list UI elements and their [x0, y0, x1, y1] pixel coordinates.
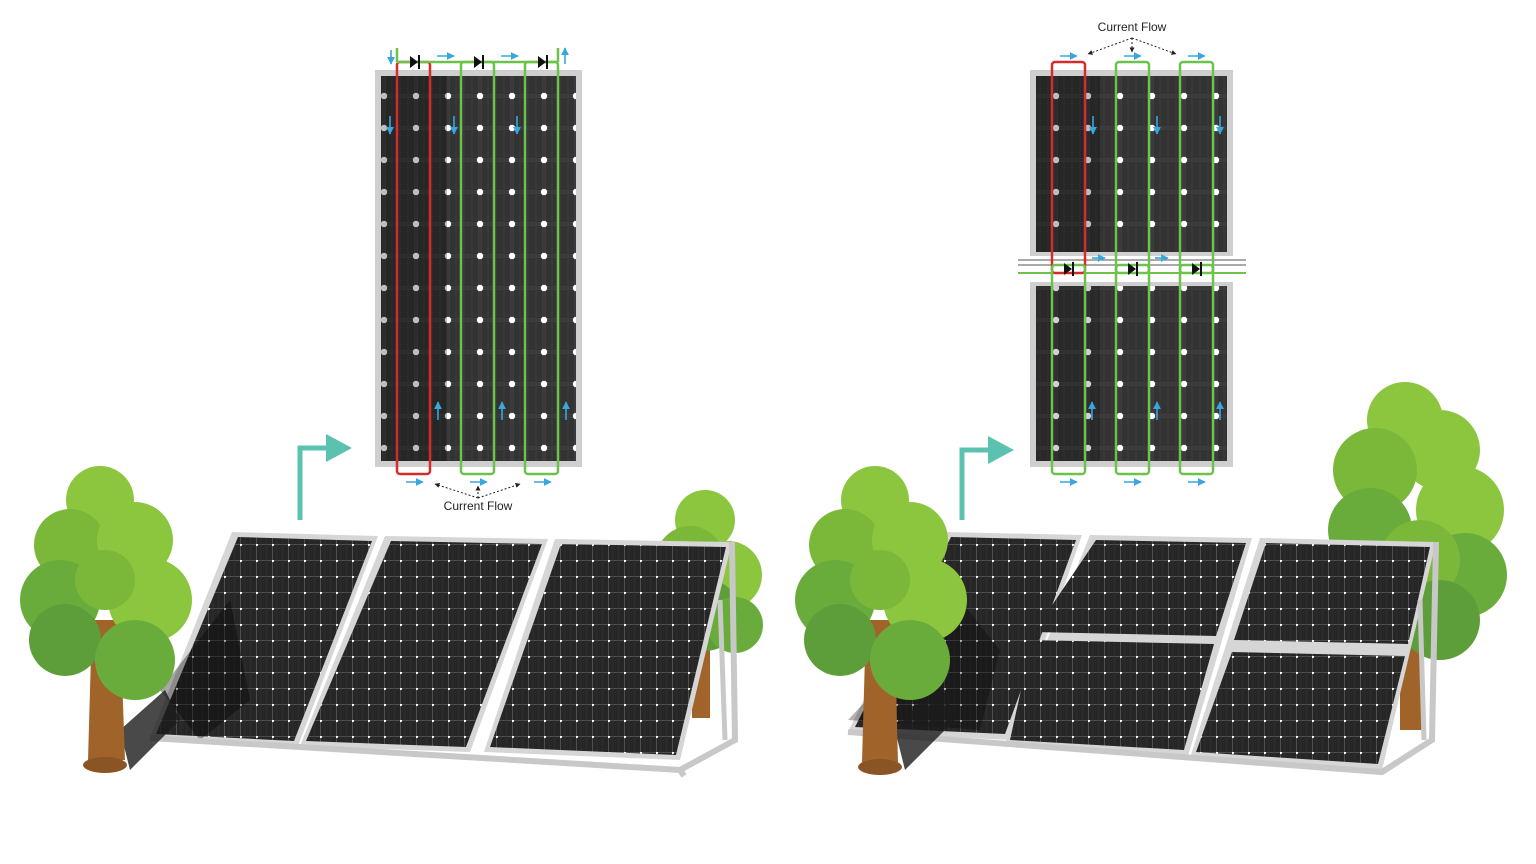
- diode-icon: [1128, 262, 1138, 276]
- callout-arrow-icon: [959, 447, 992, 520]
- current-flow-label: Current Flow: [1098, 20, 1167, 34]
- right-scene: Current Flow: [795, 20, 1507, 776]
- tree-left-icon: [20, 466, 192, 773]
- solar-array-left: [149, 532, 739, 778]
- left-scene: Current Flow: [20, 47, 763, 778]
- shaded-region: [381, 76, 447, 461]
- diode-icon: [410, 55, 420, 69]
- panel-detail-left: Current Flow: [375, 47, 582, 513]
- diode-icon: [538, 55, 548, 69]
- tree-left-2-icon: [795, 466, 967, 775]
- diode-icon: [474, 55, 484, 69]
- diode-icon: [1192, 262, 1202, 276]
- current-arrows-left: [386, 47, 570, 486]
- callout-arrow-icon: [297, 445, 330, 520]
- shaded-string: [1050, 60, 1087, 275]
- current-arrows-right: [1060, 52, 1224, 486]
- diode-icon: [1064, 262, 1074, 276]
- current-flow-label: Current Flow: [444, 499, 513, 513]
- panel-detail-right: Current Flow: [1018, 20, 1246, 486]
